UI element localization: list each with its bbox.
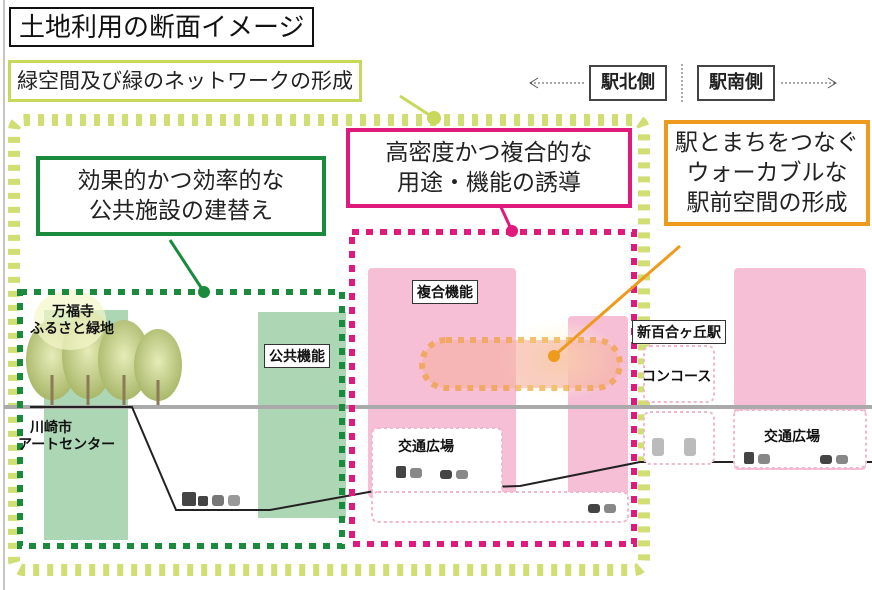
label-transport-plaza-left: 交通広場 (398, 439, 454, 455)
callout-green-network: 緑空間及び緑のネットワークの形成 (8, 60, 362, 102)
south-side-label: 駅南側 (697, 65, 775, 101)
concourse-box (643, 345, 715, 403)
label-station: 新百合ヶ丘駅 (632, 320, 726, 344)
public-facility-zone (17, 289, 345, 549)
label-transport-plaza-right: 交通広場 (764, 429, 820, 445)
green-network-zone (8, 114, 650, 576)
page-title: 土地利用の断面イメージ (9, 7, 315, 47)
label-mixed-function: 複合機能 (412, 280, 478, 304)
callout-mixed-use: 高密度かつ複合的な 用途・機能の誘導 (346, 128, 632, 208)
public-function-building (258, 312, 346, 518)
transport-plaza-right-box (733, 409, 867, 469)
label-temple-green: 万福寺 ふるさと緑地 (30, 304, 114, 337)
vehicles (182, 438, 848, 513)
label-concourse: コンコース (642, 369, 712, 385)
station-plaza-zone (419, 337, 623, 391)
label-public-function: 公共機能 (264, 344, 330, 368)
mixed-use-zone (349, 229, 637, 547)
trees (26, 290, 182, 405)
transport-plaza-left-box (371, 427, 503, 497)
callout-public-facility: 効果的かつ効率的な 公共施設の建替え (36, 156, 326, 236)
label-art-center: 川崎市 アートセンター (18, 420, 116, 453)
public-connector (168, 239, 206, 293)
north-side-label: 駅北側 (589, 65, 667, 101)
callout-station-plaza: 駅とまちをつなぐ ウォーカブルな 駅前空間の形成 (664, 120, 870, 226)
underground-parking-box (371, 491, 629, 523)
station-connector (553, 244, 681, 358)
platform-box (643, 411, 715, 465)
road-line (30, 406, 872, 511)
